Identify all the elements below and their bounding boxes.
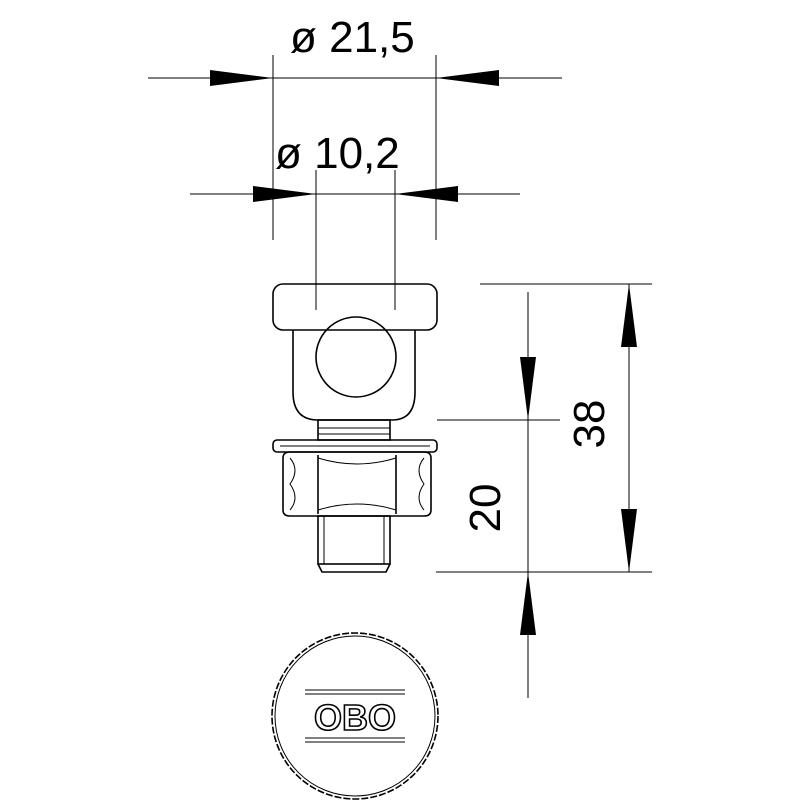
arrow-right-icon — [210, 70, 273, 86]
logo-text: OBO — [314, 697, 396, 738]
inner-diameter-dimension: ø 10,2 — [190, 129, 520, 310]
arrow-left-icon — [436, 70, 499, 86]
inner-diameter-label: ø 10,2 — [275, 129, 400, 178]
threaded-stud — [317, 515, 391, 573]
arrow-down-icon — [621, 509, 637, 572]
arrow-up-icon — [621, 284, 637, 347]
arrow-up-icon — [520, 572, 536, 635]
outer-diameter-label: ø 21,5 — [290, 13, 415, 62]
thread-length-label: 20 — [461, 484, 510, 533]
top-view: OBO — [271, 632, 439, 800]
total-height-dimension: 38 — [436, 283, 652, 573]
total-height-label: 38 — [565, 400, 614, 449]
arrow-right-icon — [253, 186, 316, 202]
clamp-head — [272, 283, 438, 421]
arrow-down-icon — [520, 357, 536, 420]
hex-nut — [282, 451, 432, 517]
thread-length-dimension: 20 — [437, 292, 560, 698]
outer-diameter-dimension: ø 21,5 — [148, 13, 562, 240]
washer — [272, 419, 438, 453]
bore-hole — [315, 316, 397, 398]
arrow-left-icon — [395, 186, 458, 202]
obo-logo: OBO — [305, 689, 405, 743]
